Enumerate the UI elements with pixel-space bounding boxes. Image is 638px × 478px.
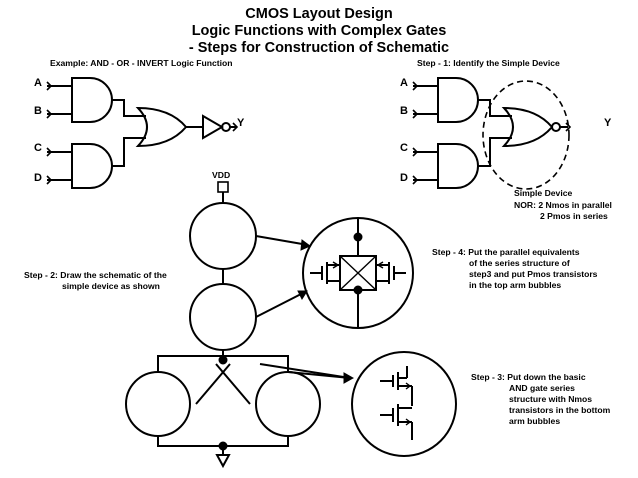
input-b-label: B	[34, 105, 42, 117]
input-a-label-right: A	[400, 77, 408, 89]
simple-device-line-1: NOR: 2 Nmos in parallel	[514, 200, 612, 210]
nmos-detail-bubble	[351, 351, 457, 457]
example-label: Example: AND - OR - INVERT Logic Functio…	[50, 58, 233, 68]
nor-gate	[501, 106, 554, 148]
simple-device-title: Simple Device	[514, 188, 573, 198]
inverter-gate	[202, 114, 224, 140]
ground-icon	[215, 454, 231, 469]
detail-circle-bottom	[351, 351, 457, 457]
input-c-label: C	[34, 142, 42, 154]
simple-device-line-2: 2 Pmos in series	[540, 211, 608, 221]
title-line-3: - Steps for Construction of Schematic	[188, 40, 450, 56]
bottom-bubble-left	[125, 371, 191, 437]
input-d-label-right: D	[400, 172, 408, 184]
step4-line-2: of the series structure of	[469, 258, 570, 268]
junction-dot	[218, 441, 228, 451]
input-c-label-right: C	[400, 142, 408, 154]
input-d-label: D	[34, 172, 42, 184]
step2-line-2: simple device as shown	[62, 281, 160, 291]
and-gate-2-right	[437, 143, 479, 189]
step4-line-3: step3 and put Pmos transistors	[469, 269, 598, 279]
aoi-gate-right	[412, 77, 571, 190]
aoi-gate-left	[46, 77, 238, 189]
input-a-label: A	[34, 77, 42, 89]
step3-line-1: Step - 3: Put down the basic	[471, 372, 586, 382]
step3-line-3: structure with Nmos	[509, 394, 593, 404]
step3-line-4: transistors in the bottom	[509, 405, 611, 415]
top-bubble-2	[189, 283, 257, 351]
step4-line-1: Step - 4: Put the parallel equivalents	[432, 247, 580, 257]
step2-line-1: Step - 2: Draw the schematic of the	[24, 270, 167, 280]
and-gate-1-right	[437, 77, 479, 123]
output-y-label-right: Y	[604, 117, 612, 129]
simple-device-dashed-circle	[482, 80, 570, 190]
bubble-schematic	[125, 181, 355, 469]
pmos-detail-bubble	[302, 217, 414, 329]
and-gate-2	[71, 143, 113, 189]
top-bubble-1	[189, 202, 257, 270]
vdd-label: VDD	[212, 170, 231, 180]
vdd-terminal	[217, 181, 229, 193]
step1-label: Step - 1: Identify the Simple Device	[417, 58, 560, 68]
or-gate	[135, 106, 188, 148]
step3-line-5: arm bubbles	[509, 416, 561, 426]
bottom-bubble-right	[255, 371, 321, 437]
title-line-2: Logic Functions with Complex Gates	[191, 23, 447, 39]
step3-line-2: AND gate series	[509, 383, 575, 393]
input-b-label-right: B	[400, 105, 408, 117]
and-gate-1	[71, 77, 113, 123]
title-line-1: CMOS Layout Design	[245, 6, 393, 22]
output-y-label: Y	[237, 117, 245, 129]
step4-line-4: in the top arm bubbles	[469, 280, 562, 290]
